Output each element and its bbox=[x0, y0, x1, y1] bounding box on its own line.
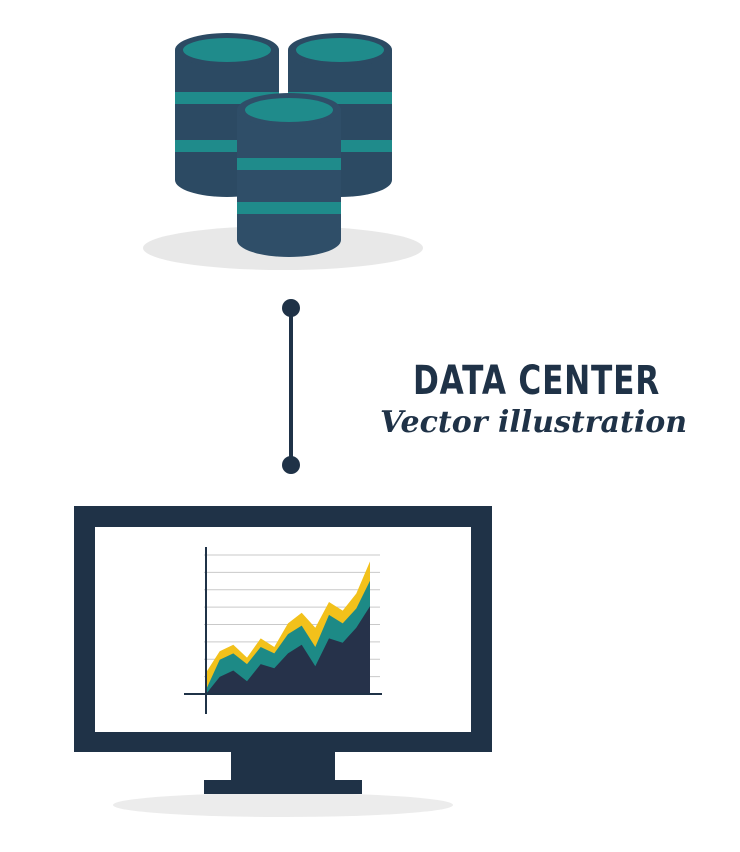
monitor-base bbox=[204, 780, 362, 794]
server-cylinder-front bbox=[237, 93, 341, 257]
page-subtitle: Vector illustration bbox=[380, 405, 688, 440]
page-title: DATA CENTER bbox=[413, 358, 661, 404]
monitor-icon bbox=[74, 506, 492, 794]
connection-line-icon bbox=[282, 299, 300, 474]
monitor-screen bbox=[95, 527, 471, 732]
heading: DATA CENTER Vector illustration bbox=[380, 358, 688, 440]
area-chart-icon bbox=[184, 547, 382, 714]
chart-area-series-3 bbox=[206, 606, 370, 694]
monitor-neck bbox=[231, 752, 335, 782]
